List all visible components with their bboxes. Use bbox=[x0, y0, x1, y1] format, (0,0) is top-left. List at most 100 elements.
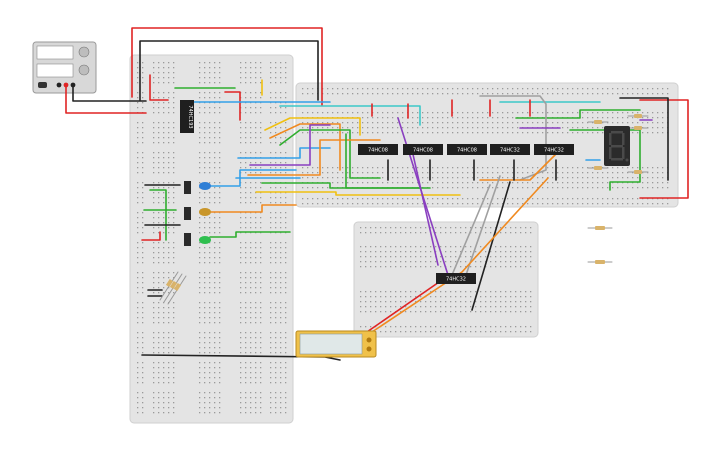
breadboard-hole[interactable] bbox=[312, 177, 314, 179]
breadboard-hole[interactable] bbox=[437, 93, 439, 95]
breadboard-hole[interactable] bbox=[602, 122, 604, 124]
breadboard-hole[interactable] bbox=[342, 93, 344, 95]
chip-u-vertical[interactable]: 74HC193 bbox=[180, 100, 194, 133]
breadboard-hole[interactable] bbox=[472, 182, 474, 184]
breadboard-hole[interactable] bbox=[627, 93, 629, 95]
breadboard-hole[interactable] bbox=[407, 182, 409, 184]
breadboard-hole[interactable] bbox=[420, 251, 422, 253]
breadboard-hole[interactable] bbox=[657, 177, 659, 179]
breadboard-hole[interactable] bbox=[285, 142, 287, 144]
breadboard-hole[interactable] bbox=[204, 132, 206, 134]
breadboard-hole[interactable] bbox=[219, 382, 221, 384]
breadboard-hole[interactable] bbox=[482, 172, 484, 174]
breadboard-hole[interactable] bbox=[385, 306, 387, 308]
breadboard-hole[interactable] bbox=[572, 177, 574, 179]
breadboard-hole[interactable] bbox=[427, 117, 429, 119]
breadboard-hole[interactable] bbox=[465, 331, 467, 333]
breadboard-hole[interactable] bbox=[582, 132, 584, 134]
breadboard-hole[interactable] bbox=[240, 197, 242, 199]
breadboard-hole[interactable] bbox=[382, 88, 384, 90]
breadboard-hole[interactable] bbox=[275, 347, 277, 349]
breadboard-hole[interactable] bbox=[532, 122, 534, 124]
breadboard-hole[interactable] bbox=[280, 67, 282, 69]
breadboard-hole[interactable] bbox=[362, 117, 364, 119]
breadboard-hole[interactable] bbox=[617, 198, 619, 200]
breadboard-hole[interactable] bbox=[158, 257, 160, 259]
breadboard-hole[interactable] bbox=[219, 172, 221, 174]
breadboard-hole[interactable] bbox=[410, 246, 412, 248]
breadboard-hole[interactable] bbox=[437, 167, 439, 169]
breadboard-hole[interactable] bbox=[168, 132, 170, 134]
breadboard-hole[interactable] bbox=[387, 203, 389, 205]
breadboard-hole[interactable] bbox=[214, 157, 216, 159]
breadboard-hole[interactable] bbox=[617, 172, 619, 174]
breadboard-hole[interactable] bbox=[153, 62, 155, 64]
breadboard-hole[interactable] bbox=[530, 232, 532, 234]
breadboard-hole[interactable] bbox=[392, 167, 394, 169]
breadboard-hole[interactable] bbox=[275, 217, 277, 219]
breadboard-hole[interactable] bbox=[457, 88, 459, 90]
breadboard-hole[interactable] bbox=[137, 77, 139, 79]
breadboard-hole[interactable] bbox=[199, 347, 201, 349]
breadboard-hole[interactable] bbox=[168, 142, 170, 144]
breadboard-hole[interactable] bbox=[270, 92, 272, 94]
breadboard-hole[interactable] bbox=[168, 382, 170, 384]
breadboard-hole[interactable] bbox=[522, 112, 524, 114]
breadboard-hole[interactable] bbox=[173, 192, 175, 194]
breadboard-hole[interactable] bbox=[199, 167, 201, 169]
breadboard-hole[interactable] bbox=[240, 362, 242, 364]
breadboard-hole[interactable] bbox=[137, 62, 139, 64]
breadboard-hole[interactable] bbox=[612, 117, 614, 119]
breadboard-hole[interactable] bbox=[137, 197, 139, 199]
breadboard-hole[interactable] bbox=[204, 252, 206, 254]
breadboard-hole[interactable] bbox=[470, 331, 472, 333]
breadboard-hole[interactable] bbox=[522, 182, 524, 184]
breadboard-hole[interactable] bbox=[412, 177, 414, 179]
breadboard-hole[interactable] bbox=[219, 152, 221, 154]
breadboard-hole[interactable] bbox=[637, 203, 639, 205]
breadboard-hole[interactable] bbox=[245, 282, 247, 284]
breadboard-hole[interactable] bbox=[547, 167, 549, 169]
breadboard-hole[interactable] bbox=[552, 112, 554, 114]
breadboard-hole[interactable] bbox=[204, 142, 206, 144]
breadboard-hole[interactable] bbox=[209, 122, 211, 124]
breadboard-hole[interactable] bbox=[337, 93, 339, 95]
breadboard-hole[interactable] bbox=[412, 182, 414, 184]
breadboard-hole[interactable] bbox=[219, 252, 221, 254]
breadboard-hole[interactable] bbox=[452, 177, 454, 179]
breadboard-hole[interactable] bbox=[312, 187, 314, 189]
breadboard-hole[interactable] bbox=[347, 198, 349, 200]
breadboard-hole[interactable] bbox=[250, 97, 252, 99]
breadboard-hole[interactable] bbox=[255, 302, 257, 304]
breadboard-hole[interactable] bbox=[562, 132, 564, 134]
breadboard-hole[interactable] bbox=[275, 392, 277, 394]
breadboard-hole[interactable] bbox=[214, 107, 216, 109]
breadboard-hole[interactable] bbox=[510, 256, 512, 258]
breadboard-hole[interactable] bbox=[390, 246, 392, 248]
breadboard-hole[interactable] bbox=[370, 301, 372, 303]
breadboard-hole[interactable] bbox=[250, 242, 252, 244]
breadboard-hole[interactable] bbox=[467, 177, 469, 179]
breadboard-hole[interactable] bbox=[390, 311, 392, 313]
breadboard-hole[interactable] bbox=[450, 232, 452, 234]
breadboard-hole[interactable] bbox=[255, 112, 257, 114]
breadboard-hole[interactable] bbox=[245, 342, 247, 344]
breadboard-hole[interactable] bbox=[255, 412, 257, 414]
breadboard-hole[interactable] bbox=[530, 306, 532, 308]
breadboard-hole[interactable] bbox=[617, 93, 619, 95]
breadboard-hole[interactable] bbox=[260, 97, 262, 99]
chip-u2[interactable]: 74HC08 bbox=[403, 144, 443, 155]
breadboard-hole[interactable] bbox=[214, 222, 216, 224]
breadboard-hole[interactable] bbox=[245, 382, 247, 384]
breadboard-hole[interactable] bbox=[142, 362, 144, 364]
breadboard-hole[interactable] bbox=[250, 332, 252, 334]
breadboard-hole[interactable] bbox=[199, 362, 201, 364]
breadboard-hole[interactable] bbox=[407, 172, 409, 174]
breadboard-hole[interactable] bbox=[173, 347, 175, 349]
breadboard-hole[interactable] bbox=[337, 132, 339, 134]
breadboard-hole[interactable] bbox=[173, 187, 175, 189]
breadboard-hole[interactable] bbox=[360, 232, 362, 234]
breadboard-hole[interactable] bbox=[567, 198, 569, 200]
breadboard-hole[interactable] bbox=[250, 252, 252, 254]
breadboard-hole[interactable] bbox=[477, 198, 479, 200]
